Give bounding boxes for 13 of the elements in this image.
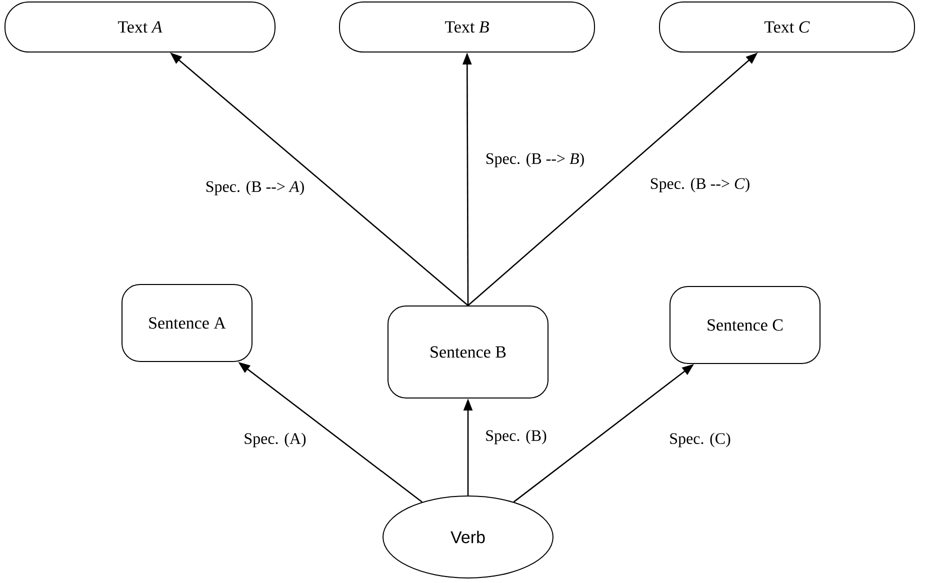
edge-label: Spec. (B --> A) bbox=[204, 180, 306, 196]
rounded-box: Text B bbox=[339, 2, 595, 52]
rounded-box: Text A bbox=[4, 2, 276, 52]
ellipse-node: Verb bbox=[382, 496, 554, 578]
rounded-box: Sentence C bbox=[670, 286, 820, 364]
edge-label: Spec. (C) bbox=[668, 432, 732, 448]
rounded-box: Sentence A bbox=[122, 284, 252, 362]
edge-label: Spec. (A) bbox=[242, 432, 308, 448]
edge-label: Spec. (B --> C) bbox=[648, 176, 752, 194]
rounded-box: Text C bbox=[659, 2, 915, 52]
rounded-box: Sentence B bbox=[388, 306, 548, 398]
edge-label: Spec. (B) bbox=[484, 428, 548, 446]
edge-label: Spec. (B --> B) bbox=[484, 152, 586, 168]
